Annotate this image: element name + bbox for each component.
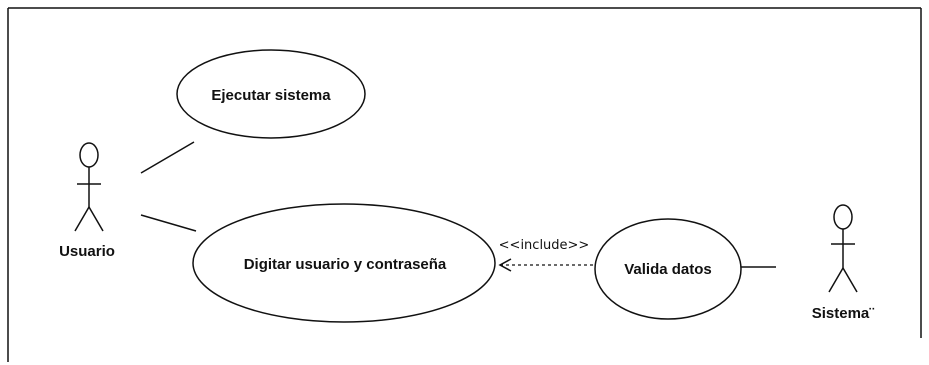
actor-sistema[interactable]: Sistema¨ <box>812 204 875 322</box>
actor-sistema-label: Sistema¨ <box>812 305 875 322</box>
actor-sistema-right-leg <box>842 267 858 293</box>
actor-usuario[interactable]: Usuario <box>59 142 115 260</box>
actor-usuario-right-leg <box>88 206 104 232</box>
actor-sistema-left-leg <box>828 267 844 293</box>
use-case-ejecutar-ellipse <box>176 49 366 139</box>
use-case-valida-datos[interactable]: Valida datos <box>594 218 742 320</box>
actor-usuario-left-leg <box>74 206 90 232</box>
association-usuario-digitar[interactable] <box>140 214 197 232</box>
use-case-digitar-label: Digitar usuario y contraseña <box>244 256 447 273</box>
use-case-digitar-usuario[interactable]: Digitar usuario y contraseña <box>192 203 496 323</box>
include-arrowhead <box>498 258 512 272</box>
diagram-frame <box>7 7 922 362</box>
use-case-ejecutar-label: Ejecutar sistema <box>211 87 331 104</box>
use-case-valida-label: Valida datos <box>624 261 712 278</box>
actor-usuario-label: Usuario <box>59 243 115 260</box>
use-case-digitar-ellipse <box>192 203 496 323</box>
use-case-valida-ellipse <box>594 218 742 320</box>
actor-sistema-head <box>833 204 853 230</box>
use-case-ejecutar-sistema[interactable]: Ejecutar sistema <box>176 49 366 139</box>
include-relation[interactable]: <<include>> <box>498 238 593 272</box>
include-label: <<include>> <box>499 238 590 253</box>
association-usuario-ejecutar[interactable] <box>140 141 195 174</box>
actor-usuario-head <box>79 142 99 168</box>
